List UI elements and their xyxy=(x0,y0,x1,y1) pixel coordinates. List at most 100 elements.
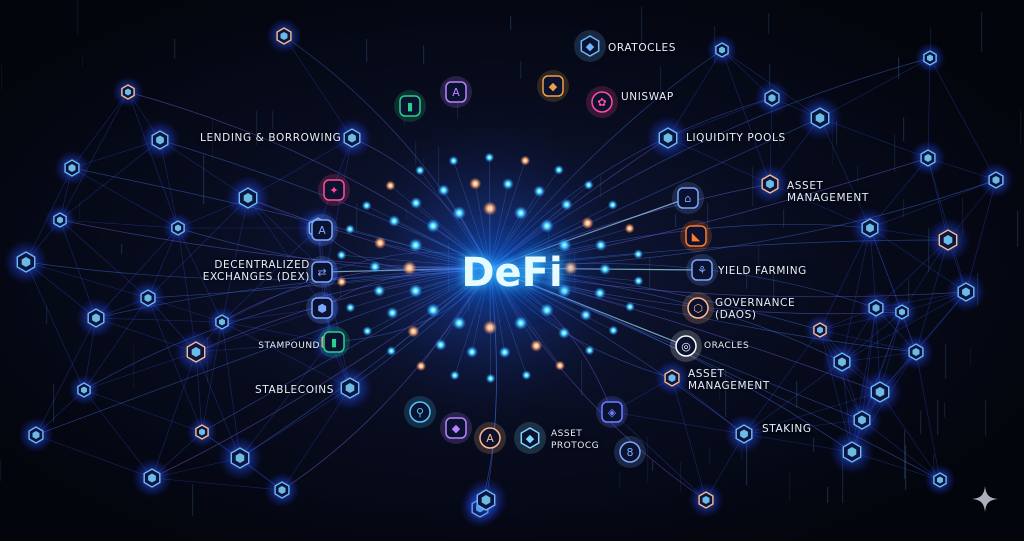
core-spoke xyxy=(475,183,491,269)
web-line xyxy=(869,227,917,353)
core-dot xyxy=(449,370,460,381)
matrix-streak xyxy=(903,117,905,141)
matrix-streak xyxy=(719,366,721,399)
matrix-streak xyxy=(769,64,771,87)
hex-node-core xyxy=(815,113,825,123)
label-dex: DECENTRALIZED EXCHANGES (DEX) xyxy=(190,259,310,283)
hex-node-core xyxy=(872,304,880,312)
web-line xyxy=(743,419,863,435)
hex-node-core xyxy=(719,46,725,54)
core-spoke xyxy=(489,267,522,324)
core-dot xyxy=(553,164,564,175)
core-spoke xyxy=(489,267,491,379)
label-dex-line2: EXCHANGES (DEX) xyxy=(202,271,310,283)
web-line xyxy=(915,351,941,481)
web-line xyxy=(201,321,223,433)
core-spoke xyxy=(489,191,540,269)
matrix-streak xyxy=(1020,110,1022,145)
core-dot xyxy=(560,198,573,211)
badge-circle xyxy=(675,335,697,357)
badge-hex xyxy=(580,35,600,57)
web-line xyxy=(151,351,197,479)
badge-glyph: A xyxy=(452,86,460,99)
sparkle-icon xyxy=(972,486,998,512)
web-line xyxy=(325,137,353,273)
label-governance: GOVERNANCE (DAOs) xyxy=(715,297,795,321)
core-dot xyxy=(362,326,373,337)
hex-node-core xyxy=(57,216,63,224)
core-spoke xyxy=(458,212,491,269)
matrix-streak xyxy=(0,460,2,481)
matrix-streak xyxy=(985,400,987,436)
core-dot xyxy=(452,206,467,220)
matrix-streak xyxy=(647,436,649,482)
matrix-streak xyxy=(1017,211,1019,247)
label-stampound-text: STAMPOUND xyxy=(258,341,320,351)
core-dot xyxy=(520,155,531,166)
label-yield-text: YIELD FARMING xyxy=(718,265,807,277)
hex-node-core xyxy=(817,326,823,334)
hex-node-core xyxy=(243,193,253,203)
badge-glyph: 8 xyxy=(627,446,634,459)
badge-glyph: ⌂ xyxy=(685,192,692,205)
label-dex-line1: DECENTRALIZED xyxy=(214,259,310,271)
core-dot xyxy=(584,345,595,356)
label-oracles-text: ORACLES xyxy=(704,341,750,351)
core-dot xyxy=(557,283,572,298)
core-dot xyxy=(533,185,546,198)
label-asset-mid-line2: MANAGEMENT xyxy=(688,380,770,392)
matrix-streak xyxy=(894,135,896,172)
core-dot xyxy=(345,302,356,313)
core-spoke xyxy=(489,244,601,269)
hex-node-core xyxy=(199,428,205,436)
label-asset-management-mid: ASSET MANAGEMENT xyxy=(688,368,770,392)
badge-square xyxy=(311,219,333,241)
web-line xyxy=(743,391,881,435)
matrix-streak xyxy=(981,12,983,52)
core-spoke xyxy=(489,267,527,376)
label-asset-management-top: ASSET MANAGEMENT xyxy=(787,180,869,204)
badge-glyph: ◆ xyxy=(526,432,535,445)
matrix-streak xyxy=(904,430,906,479)
badge-glyph: ⬡ xyxy=(693,302,703,315)
core-dot xyxy=(416,361,427,372)
hex-node-core xyxy=(191,347,201,357)
label-uniswap-text: UNISWAP xyxy=(621,91,674,103)
hex-node-core xyxy=(125,88,131,96)
hex-node-core xyxy=(768,94,776,102)
matrix-streak xyxy=(962,198,964,236)
matrix-streak xyxy=(908,279,910,303)
web-line xyxy=(95,227,179,319)
label-staking: STAKING xyxy=(762,423,812,435)
badge-glyph: ⬢ xyxy=(317,302,327,315)
badge-square xyxy=(685,225,707,247)
core-spoke xyxy=(489,160,526,269)
core-dot xyxy=(448,155,459,166)
hex-node-core xyxy=(924,154,932,162)
matrix-streak xyxy=(709,448,711,464)
label-oracles: ORACLES xyxy=(704,340,749,352)
web-line xyxy=(71,167,179,229)
core-spoke xyxy=(391,267,491,352)
hex-node-core xyxy=(943,235,953,245)
core-spoke xyxy=(489,267,505,353)
matrix-streak xyxy=(796,381,798,408)
label-stablecoins-text: STABLECOINS xyxy=(255,384,334,396)
web-line xyxy=(869,179,997,229)
label-stablecoins: STABLECOINS xyxy=(230,384,334,396)
web-line xyxy=(83,389,203,433)
web-line xyxy=(239,341,331,459)
hex-node-core xyxy=(866,223,874,233)
hex-node-core xyxy=(838,357,846,367)
label-liquidity-text: LIQUIDITY POOLS xyxy=(686,132,786,144)
matrix-streak xyxy=(944,403,946,417)
hex-node-core xyxy=(481,495,491,505)
badge-circle xyxy=(409,401,431,423)
protocol-badges: ◆◆✿A▮✦A⇄⬢▮⌂◣⚘⬡◎⚲◆A◆◈8 xyxy=(306,30,718,468)
label-protocs-line1: ASSET xyxy=(551,429,583,439)
web-line xyxy=(83,297,149,391)
core-dot xyxy=(345,224,355,235)
matrix-streak xyxy=(707,203,709,244)
core-dot xyxy=(385,180,396,191)
label-stampound: STAMPOUND xyxy=(230,340,320,352)
